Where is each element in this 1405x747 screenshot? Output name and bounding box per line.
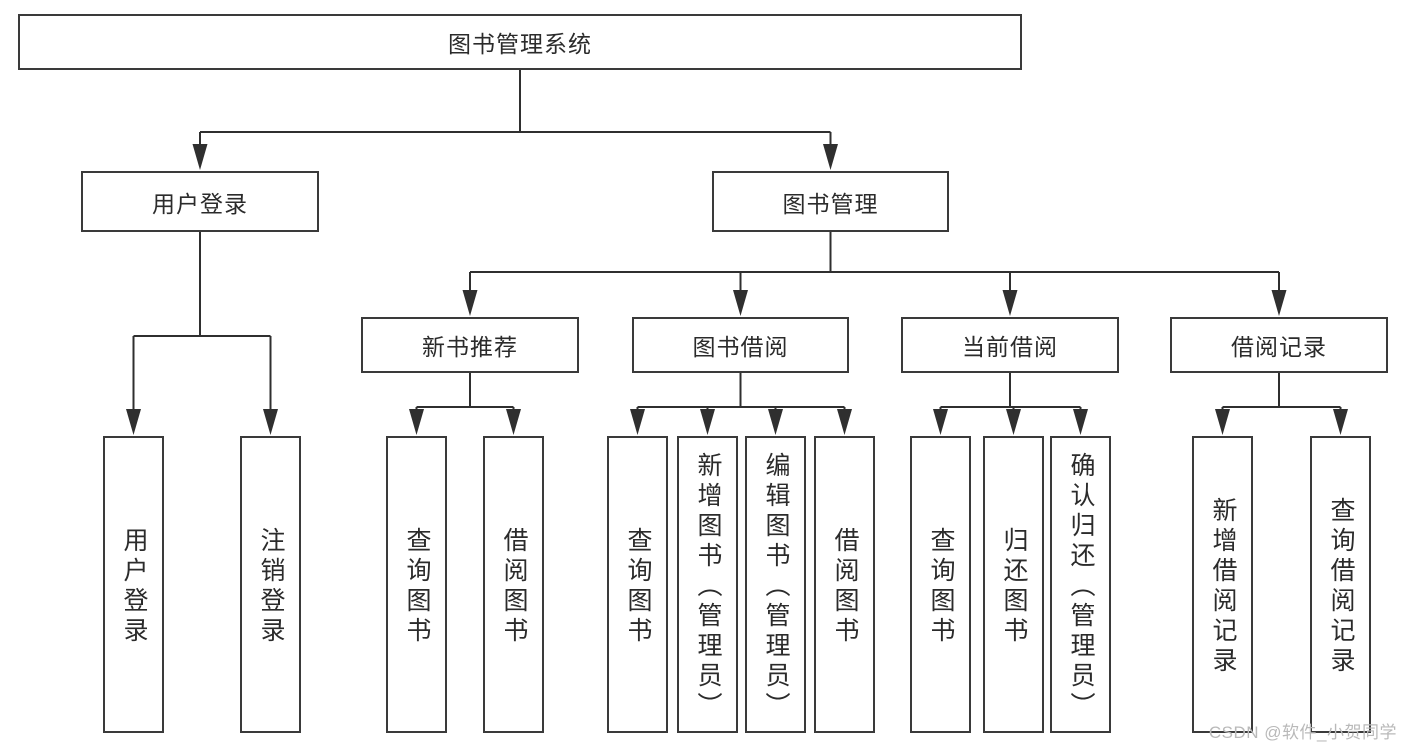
- node-label-leaf_q_book_2: 查询图书: [624, 526, 652, 647]
- node-label-book_manage: 图书管理: [782, 190, 879, 217]
- node-label-new_rec: 新书推荐: [422, 334, 518, 360]
- node-leaf_add_record[interactable]: 新增借阅记录: [1192, 436, 1253, 733]
- arrowhead-leaf_add_book: [700, 409, 715, 435]
- node-label-leaf_confirm: 确认归还（管理员）: [1067, 451, 1095, 722]
- node-label-leaf_logout: 注销登录: [257, 526, 285, 647]
- arrowhead-leaf_edit_book: [768, 409, 783, 435]
- node-label-leaf_borrow_1: 借阅图书: [500, 526, 528, 647]
- arrowhead-leaf_user_login: [126, 409, 141, 435]
- node-leaf_user_login[interactable]: 用户登录: [103, 436, 164, 733]
- arrowhead-leaf_q_book_2: [630, 409, 645, 435]
- node-leaf_borrow_2[interactable]: 借阅图书: [814, 436, 875, 733]
- arrowhead-leaf_logout: [263, 409, 278, 435]
- node-label-leaf_borrow_2: 借阅图书: [831, 526, 859, 647]
- node-leaf_q_book_3[interactable]: 查询图书: [910, 436, 971, 733]
- arrowhead-leaf_borrow_2: [837, 409, 852, 435]
- arrowhead-leaf_return: [1006, 409, 1021, 435]
- node-label-leaf_q_book_1: 查询图书: [403, 526, 431, 647]
- node-leaf_edit_book[interactable]: 编辑图书（管理员）: [745, 436, 806, 733]
- node-leaf_q_book_1[interactable]: 查询图书: [386, 436, 447, 733]
- node-leaf_q_record[interactable]: 查询借阅记录: [1310, 436, 1371, 733]
- arrowhead-leaf_q_book_3: [933, 409, 948, 435]
- node-label-user_login: 用户登录: [152, 190, 248, 217]
- arrowhead-leaf_q_record: [1333, 409, 1348, 435]
- node-label-leaf_q_record: 查询借阅记录: [1327, 496, 1355, 677]
- arrowhead-current: [1002, 290, 1018, 316]
- node-records[interactable]: 借阅记录: [1170, 317, 1388, 373]
- arrowhead-leaf_q_book_1: [409, 409, 424, 435]
- arrowhead-leaf_confirm: [1073, 409, 1088, 435]
- node-leaf_logout[interactable]: 注销登录: [240, 436, 301, 733]
- node-leaf_borrow_1[interactable]: 借阅图书: [483, 436, 544, 733]
- node-label-leaf_return: 归还图书: [1000, 526, 1028, 647]
- node-label-leaf_add_record: 新增借阅记录: [1209, 496, 1237, 677]
- node-user_login[interactable]: 用户登录: [81, 171, 319, 232]
- node-book_manage[interactable]: 图书管理: [712, 171, 949, 232]
- node-borrow[interactable]: 图书借阅: [632, 317, 849, 373]
- node-label-root: 图书管理系统: [448, 31, 592, 57]
- node-leaf_add_book[interactable]: 新增图书（管理员）: [677, 436, 738, 733]
- node-new_rec[interactable]: 新书推荐: [361, 317, 579, 373]
- arrowhead-user_login: [192, 144, 208, 170]
- arrowhead-leaf_add_record: [1215, 409, 1230, 435]
- arrowhead-records: [1271, 290, 1287, 316]
- arrowhead-leaf_borrow_1: [506, 409, 521, 435]
- node-leaf_confirm[interactable]: 确认归还（管理员）: [1050, 436, 1111, 733]
- node-leaf_return[interactable]: 归还图书: [983, 436, 1044, 733]
- node-label-leaf_user_login: 用户登录: [120, 526, 148, 647]
- node-label-records: 借阅记录: [1231, 334, 1327, 360]
- node-label-borrow: 图书借阅: [692, 334, 789, 360]
- node-label-leaf_edit_book: 编辑图书（管理员）: [762, 451, 790, 722]
- node-label-leaf_q_book_3: 查询图书: [927, 526, 955, 647]
- csdn-watermark: CSDN @软件_小贺同学: [1208, 723, 1397, 742]
- node-leaf_q_book_2[interactable]: 查询图书: [607, 436, 668, 733]
- node-label-leaf_add_book: 新增图书（管理员）: [694, 451, 722, 722]
- node-label-current: 当前借阅: [962, 334, 1058, 360]
- node-root[interactable]: 图书管理系统: [18, 14, 1022, 70]
- arrowhead-borrow: [733, 290, 748, 316]
- node-current[interactable]: 当前借阅: [901, 317, 1119, 373]
- arrowhead-book_manage: [823, 144, 838, 170]
- arrowhead-new_rec: [462, 290, 478, 316]
